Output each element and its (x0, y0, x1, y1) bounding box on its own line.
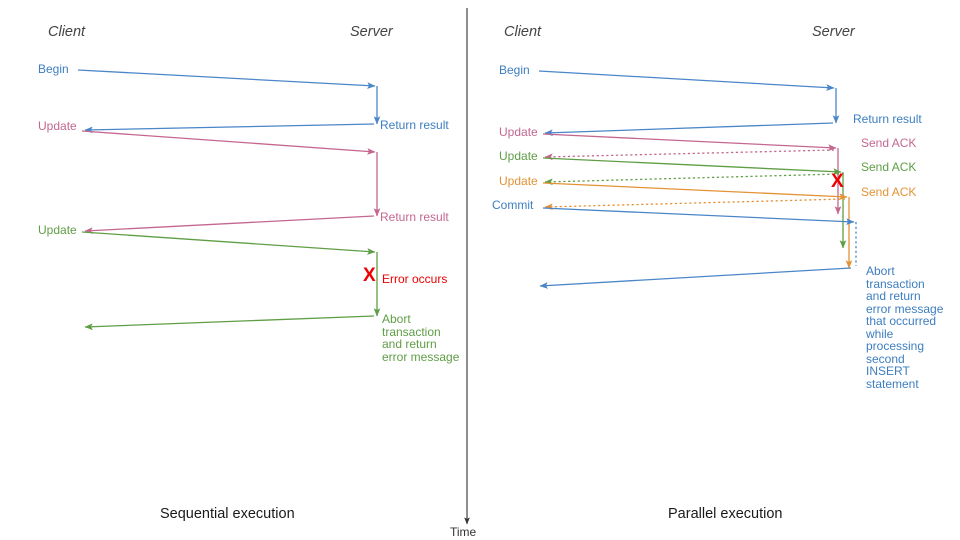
parallel-label-abort-message: Abort transaction and return error messa… (866, 264, 944, 391)
parallel-label-update-3: Update (499, 174, 538, 188)
sequential-label-update-2: Update (38, 223, 77, 237)
sequential-arrow-begin-request (77, 69, 376, 89)
sequential-label-begin: Begin (38, 62, 69, 76)
parallel-label-update-2: Update (499, 149, 538, 163)
sequential-caption: Sequential execution (160, 506, 295, 522)
sequential-label-error-occurs: Error occurs (382, 272, 448, 286)
parallel-label-update-1: Update (499, 125, 538, 139)
parallel-arrow-commit-request (542, 207, 855, 226)
parallel-actor-client: Client (504, 24, 542, 40)
sequential-label-abort-message: Abort transaction and return error messa… (382, 312, 460, 364)
parallel-caption: Parallel execution (668, 506, 783, 522)
sequential-arrow-update1-request (81, 130, 376, 155)
sequential-label-return-1: Return result (380, 118, 449, 132)
parallel-arrow-ack1-return (544, 149, 835, 161)
parallel-label-commit: Commit (492, 198, 534, 212)
sequential-arrow-begin-return (84, 123, 375, 134)
parallel-arrow-update3-request (542, 182, 848, 201)
parallel-label-begin: Begin (499, 63, 530, 77)
time-axis-label: Time (450, 525, 477, 539)
parallel-label-return-1: Return result (853, 112, 922, 126)
parallel-arrow-ack2-return (544, 173, 840, 186)
sequential-label-update-1: Update (38, 119, 77, 133)
parallel-arrow-ack3-return (544, 198, 846, 211)
parallel-arrow-update2-request (542, 157, 842, 176)
parallel-arrow-begin-return (544, 122, 834, 137)
parallel-arrow-update1-request (542, 133, 837, 152)
sequential-arrow-update2-request (81, 231, 376, 255)
parallel-error-x-icon: X (831, 171, 844, 192)
parallel-label-ack-3: Send ACK (861, 185, 917, 199)
sequential-arrow-update1-return (84, 215, 375, 234)
sequential-arrow-abort-return (84, 315, 375, 331)
sequential-actor-client: Client (48, 24, 86, 40)
parallel-arrow-begin-request (538, 70, 835, 91)
parallel-actor-server: Server (812, 24, 855, 40)
sequential-label-return-2: Return result (380, 210, 449, 224)
parallel-label-ack-1: Send ACK (861, 136, 917, 150)
parallel-arrow-abort-return (539, 267, 852, 289)
sequential-error-x-icon: X (363, 265, 376, 286)
parallel-label-ack-2: Send ACK (861, 160, 917, 174)
sequential-actor-server: Server (350, 24, 393, 40)
